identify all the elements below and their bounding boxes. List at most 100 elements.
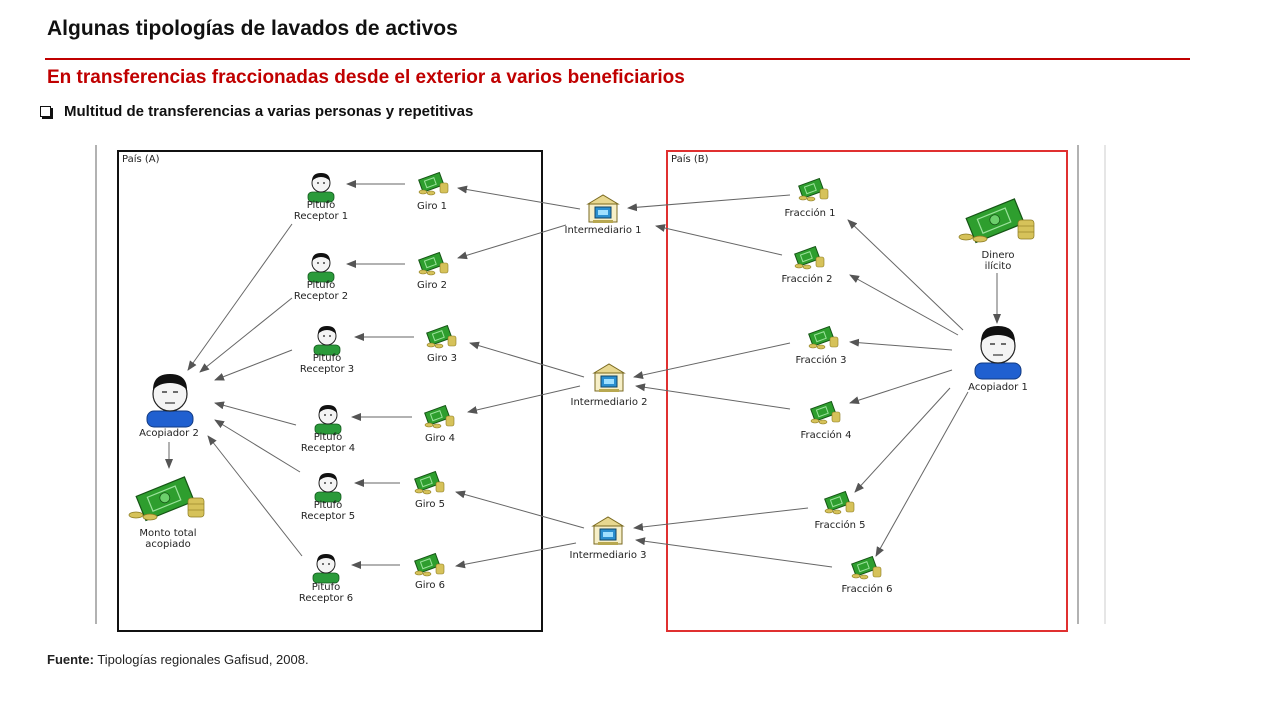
receptor-4-label-l2: Receptor 4	[301, 443, 355, 454]
arrow-r2-acop2	[199, 297, 293, 373]
computer-kiosk-icon	[592, 516, 624, 546]
arrow-inter2-g4	[467, 385, 581, 414]
person-icon	[312, 553, 340, 584]
checkbox-bullet-icon	[40, 106, 51, 117]
receptor-3-label-l2: Receptor 3	[300, 364, 354, 375]
arrow-acop1-f2	[849, 274, 959, 336]
receptor-5-label-l1: Pitufo	[314, 500, 343, 511]
computer-kiosk-icon	[593, 363, 625, 393]
arrow-f4-inter2	[635, 383, 791, 410]
acopiador-1-label: Acopiador 1	[968, 382, 1028, 393]
dinero-ilicito-node	[958, 198, 1035, 244]
giro-2-label: Giro 2	[417, 280, 447, 291]
arrow-r1-acop2	[187, 223, 293, 371]
money-stack-icon	[958, 198, 1035, 244]
money-stack-icon	[128, 476, 205, 522]
fraccion-3-label: Fracción 3	[795, 354, 846, 366]
dinero-label-l1: Dinero	[982, 250, 1015, 261]
fraccion-5-label: Fracción 5	[814, 519, 865, 531]
arrow-f1-inter1	[627, 194, 791, 212]
page-subtitle: En transferencias fraccionadas desde el …	[47, 67, 685, 88]
source-text: Tipologías regionales Gafisud, 2008.	[93, 652, 309, 667]
receptor-3-label-l1: Pitufo	[313, 353, 342, 364]
giro-1-label: Giro 1	[417, 201, 447, 212]
arrow-inter2-g3	[469, 341, 585, 378]
monto-total-node	[128, 476, 205, 522]
money-icon	[794, 245, 825, 270]
arrow-f5-inter3	[633, 507, 809, 531]
fraccion-6-label: Fracción 6	[841, 583, 892, 595]
fraccion-4-label: Fracción 4	[800, 429, 851, 441]
acopiador-1-node	[974, 325, 1022, 380]
receptor-2-node	[307, 252, 335, 283]
arrow-r4-acop2	[214, 401, 297, 426]
receptor-1-node	[307, 172, 335, 203]
arrow-f3-inter2	[633, 342, 791, 379]
money-icon	[426, 324, 457, 349]
country-a-box	[117, 150, 543, 632]
arrow-inter3-g5	[455, 490, 585, 529]
fraccion-2-label: Fracción 2	[781, 273, 832, 285]
arrow-acop1-f6	[875, 391, 969, 557]
dinero-label-l2: ilícito	[985, 260, 1012, 272]
person-icon	[307, 252, 335, 283]
receptor-2-label-l1: Pitufo	[307, 280, 336, 291]
page-title: Algunas tipologías de lavados de activos	[47, 17, 458, 40]
giro-1-node	[418, 171, 449, 196]
giro-5-label: Giro 5	[415, 499, 445, 510]
person-icon	[307, 172, 335, 203]
intermediario-3-node	[592, 516, 624, 546]
fraccion-1-node	[798, 177, 829, 202]
source-note: Fuente: Tipologías regionales Gafisud, 2…	[47, 652, 309, 667]
money-icon	[414, 470, 445, 495]
monto-label-l2: acopiado	[145, 539, 190, 550]
receptor-6-label-l1: Pitufo	[312, 582, 341, 593]
receptor-2-label-l2: Receptor 2	[294, 291, 348, 302]
arrow-f2-inter1	[655, 224, 783, 256]
fraccion-6-node	[851, 555, 882, 580]
receptor-5-node	[314, 472, 342, 503]
fraccion-2-node	[794, 245, 825, 270]
arrow-acop1-f3	[849, 338, 953, 351]
receptor-3-node	[313, 325, 341, 356]
money-icon	[418, 171, 449, 196]
giro-3-node	[426, 324, 457, 349]
person-icon	[974, 325, 1022, 380]
arrow-r5-acop2	[214, 419, 301, 473]
receptor-4-node	[314, 404, 342, 435]
arrow-f6-inter3	[635, 537, 833, 568]
intermediario-1-label: Intermediario 1	[565, 225, 642, 236]
arrow-inter1-g2	[457, 224, 567, 260]
person-icon	[314, 472, 342, 503]
intermediario-1-node	[587, 194, 619, 224]
arrow-r6-acop2	[207, 435, 303, 557]
money-icon	[798, 177, 829, 202]
arrow-acop1-f5	[854, 387, 951, 493]
acopiador-2-label: Acopiador 2	[139, 428, 199, 439]
arrow-inter3-g6	[455, 542, 577, 569]
receptor-6-label-l2: Receptor 6	[299, 593, 353, 604]
receptor-5-label-l2: Receptor 5	[301, 511, 355, 522]
receptor-1-label-l1: Pitufo	[307, 200, 336, 211]
giro-3-label: Giro 3	[427, 353, 457, 364]
receptor-1-label-l2: Receptor 1	[294, 211, 348, 222]
arrow-acop1-f4	[849, 369, 953, 405]
intermediario-2-node	[593, 363, 625, 393]
arrow-acop1-f1	[847, 219, 964, 331]
computer-kiosk-icon	[587, 194, 619, 224]
money-icon	[824, 490, 855, 515]
acopiador-2-node	[146, 373, 194, 428]
money-icon	[851, 555, 882, 580]
giro-5-node	[414, 470, 445, 495]
person-icon	[314, 404, 342, 435]
giro-6-label: Giro 6	[415, 580, 445, 591]
source-label: Fuente:	[47, 652, 94, 667]
flow-arrows	[165, 180, 1001, 569]
giro-2-node	[418, 251, 449, 276]
arrow-inter1-g1	[457, 185, 581, 210]
fraccion-1-label: Fracción 1	[784, 207, 835, 219]
giro-4-label: Giro 4	[425, 433, 455, 444]
country-b-label: País (B)	[671, 153, 709, 165]
giro-6-node	[414, 552, 445, 577]
